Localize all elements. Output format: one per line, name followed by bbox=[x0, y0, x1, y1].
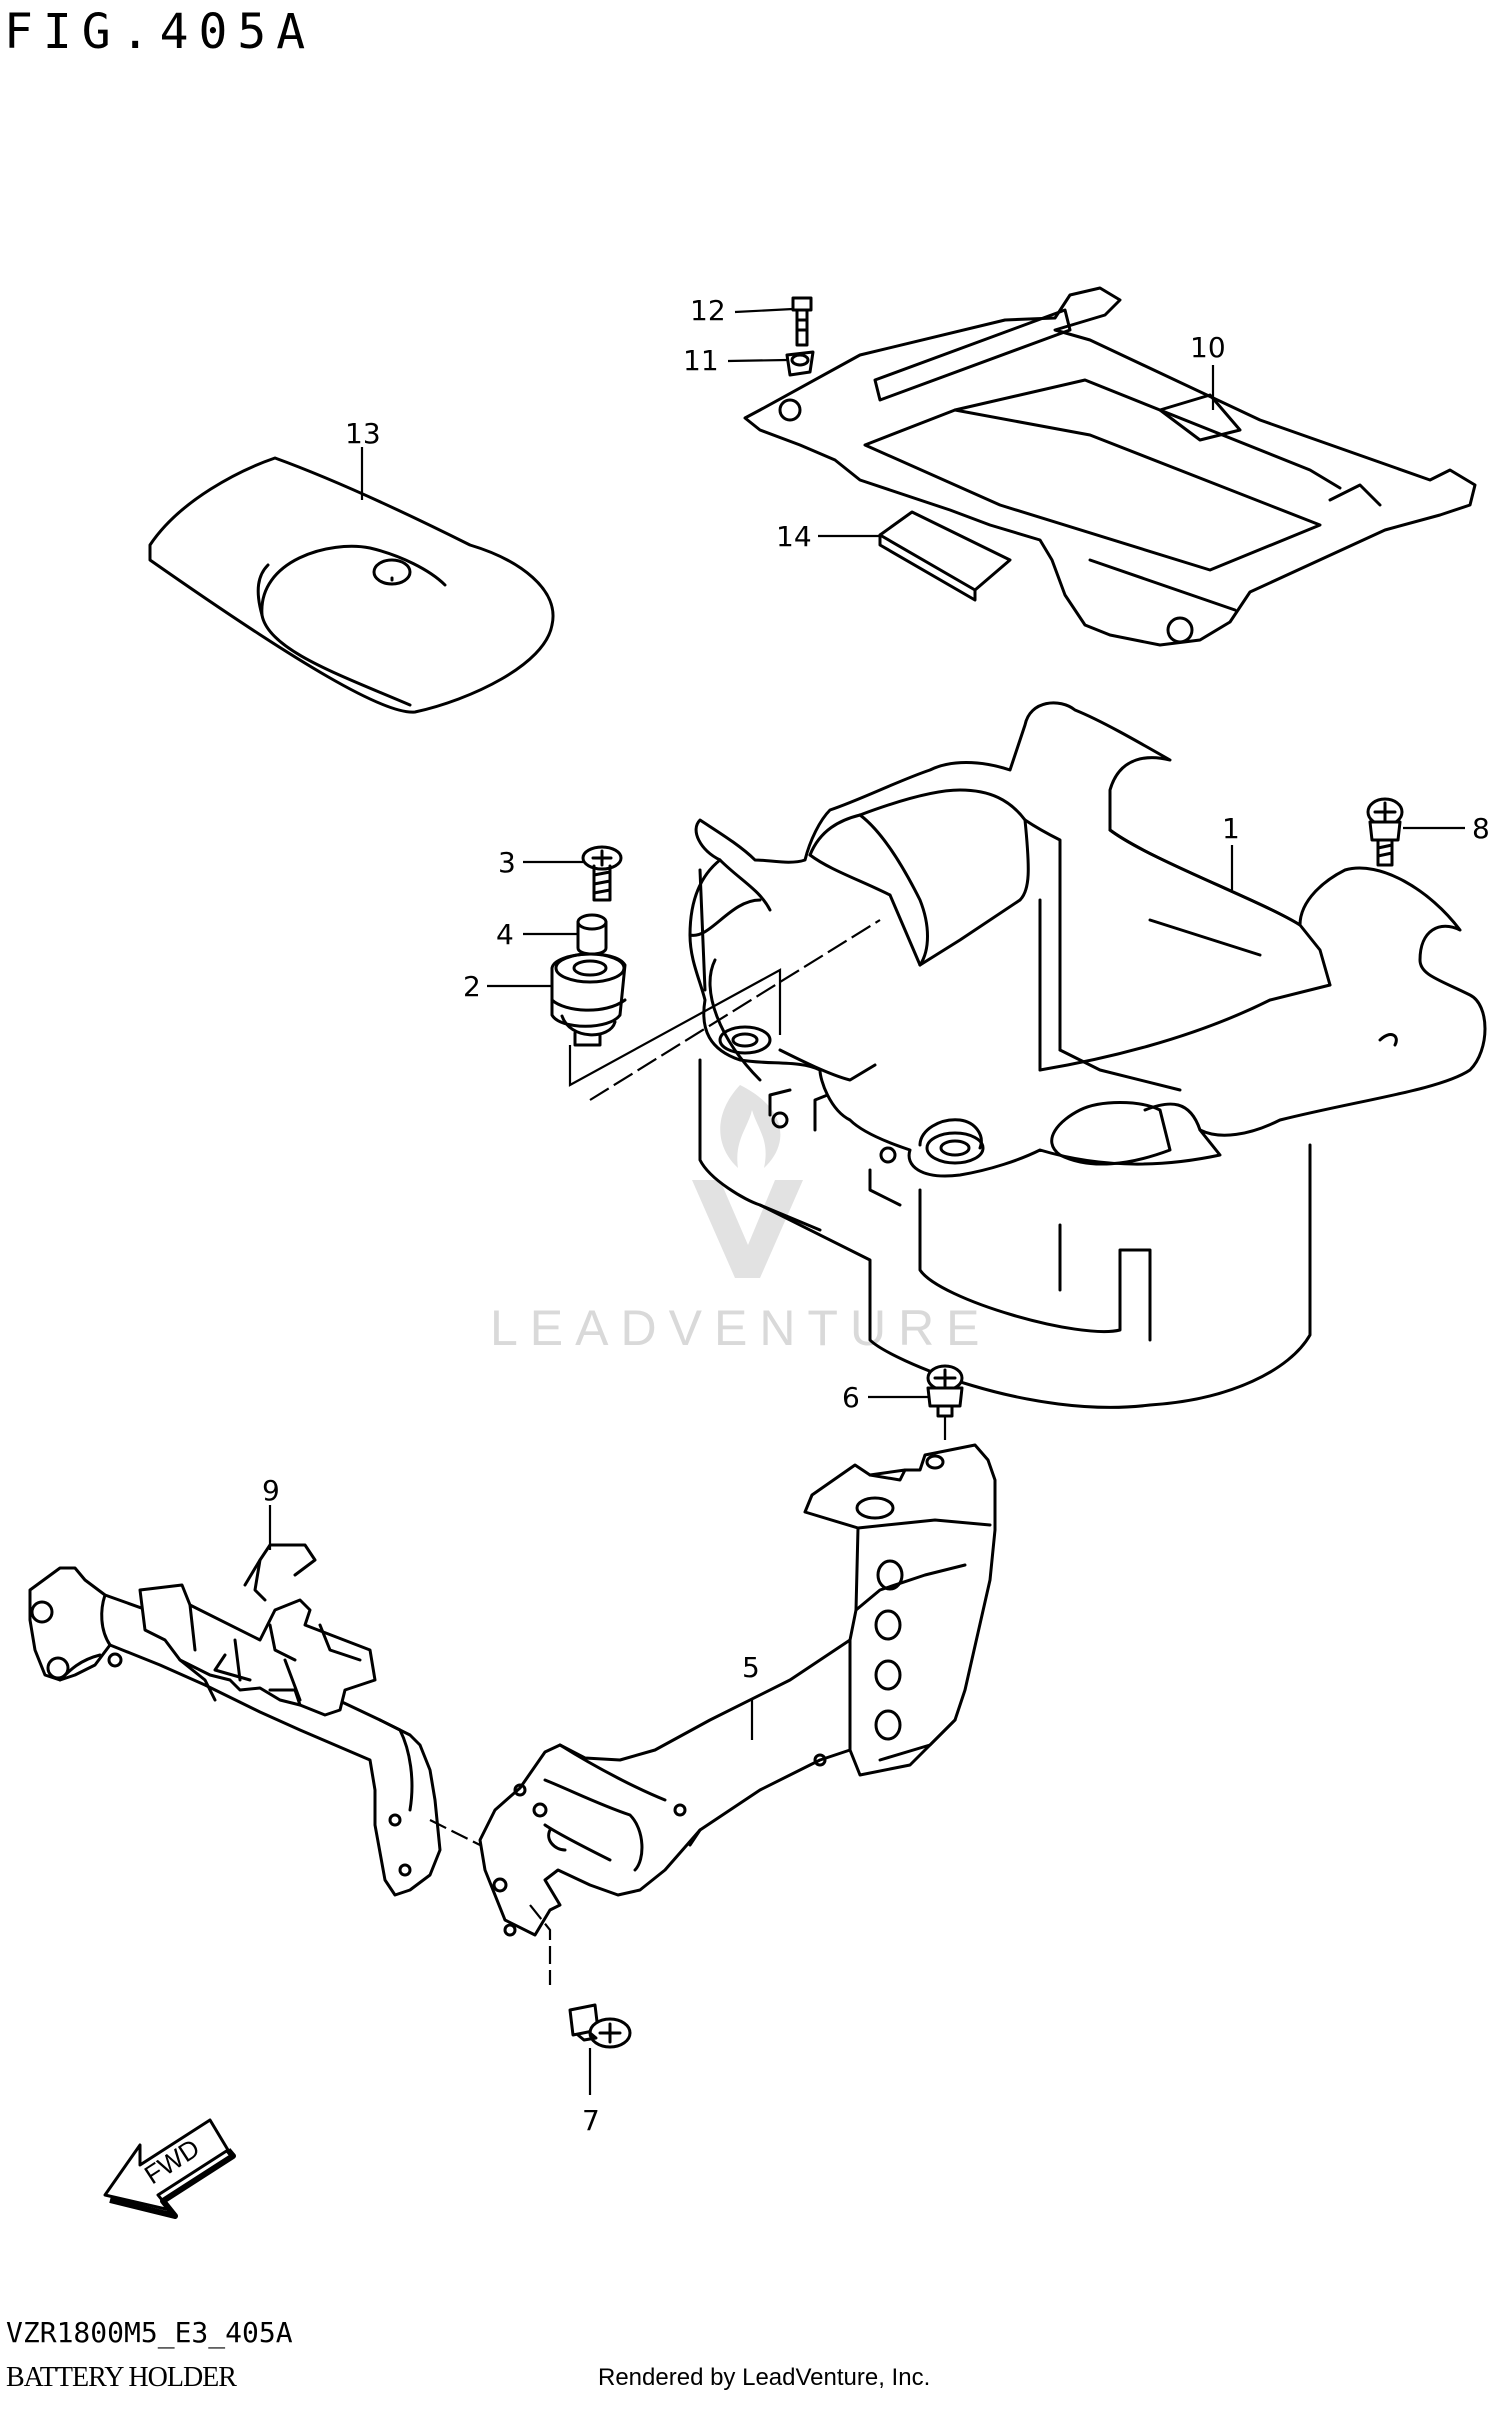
callout-9: 9 bbox=[262, 1474, 280, 1507]
callout-4: 4 bbox=[496, 918, 514, 951]
part-8-bolt[interactable] bbox=[1366, 797, 1404, 867]
part-5-bracket[interactable] bbox=[478, 1443, 997, 1937]
rendered-by-credit: Rendered by LeadVenture, Inc. bbox=[598, 2364, 931, 2391]
part-2-grommet[interactable] bbox=[550, 952, 627, 1047]
callout-labels: 12 11 10 14 13 1 8 3 4 2 6 5 9 7 bbox=[262, 294, 1490, 2137]
part-12-bolt[interactable] bbox=[791, 296, 813, 347]
part-6-bolt[interactable] bbox=[926, 1364, 964, 1418]
model-code: VZR1800M5_E3_405A bbox=[6, 2316, 293, 2349]
callout-12: 12 bbox=[690, 294, 726, 327]
part-10-upper-holder[interactable] bbox=[743, 286, 1477, 647]
figure-title: FIG.405A bbox=[4, 4, 316, 60]
fwd-arrow-icon: FWD bbox=[103, 2118, 236, 2219]
part-7-screw[interactable] bbox=[568, 2003, 632, 2049]
callout-6: 6 bbox=[842, 1381, 860, 1414]
callout-8: 8 bbox=[1472, 812, 1490, 845]
diagram-caption: BATTERY HOLDER bbox=[6, 2362, 237, 2393]
leader-lines bbox=[268, 307, 1465, 2095]
callout-13: 13 bbox=[345, 417, 381, 450]
callout-3: 3 bbox=[498, 846, 516, 879]
watermark-text: LEADVENTURE bbox=[490, 1300, 992, 1356]
callout-2: 2 bbox=[463, 970, 481, 1003]
callout-5: 5 bbox=[742, 1651, 760, 1684]
part-9-bracket[interactable] bbox=[28, 1543, 442, 1897]
part-14-pad[interactable] bbox=[878, 510, 1012, 602]
callout-7: 7 bbox=[582, 2104, 600, 2137]
part-11-nut[interactable] bbox=[785, 350, 815, 377]
callout-11: 11 bbox=[683, 344, 719, 377]
callout-10: 10 bbox=[1190, 331, 1226, 364]
part-1-battery-case[interactable] bbox=[688, 701, 1487, 1409]
leadventure-watermark: LEADVENTURE bbox=[490, 1085, 992, 1356]
part-13-cover[interactable] bbox=[148, 456, 555, 714]
part-4-collar[interactable] bbox=[576, 913, 608, 956]
callout-14: 14 bbox=[776, 520, 812, 553]
callout-1: 1 bbox=[1222, 812, 1240, 845]
part-3-screw[interactable] bbox=[581, 845, 623, 902]
